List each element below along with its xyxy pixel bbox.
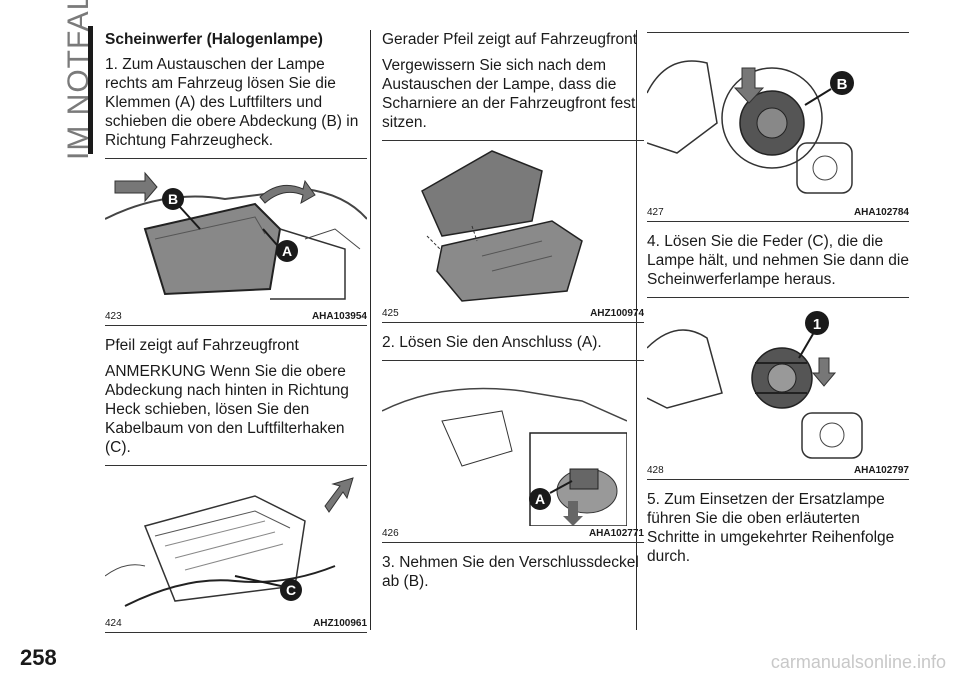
svg-text:A: A (282, 243, 292, 259)
air-filter-illustration: B A (105, 159, 367, 309)
svg-text:B: B (837, 76, 848, 93)
svg-text:A: A (535, 491, 545, 507)
callout-a (276, 240, 298, 262)
callout-1 (805, 311, 829, 335)
callout-b (830, 71, 854, 95)
callout-a (529, 488, 551, 510)
svg-text:1: 1 (813, 316, 821, 333)
column-2: Gerader Pfeil zeigt auf Fahrzeugfront Ve… (382, 30, 644, 598)
lamp-cover-illustration: B (647, 33, 892, 205)
column-1: Scheinwerfer (Halogenlampe) 1. Zum Austa… (105, 30, 367, 643)
section-heading: Scheinwerfer (Halogenlampe) (105, 31, 323, 48)
step-3-text: 3. Nehmen Sie den Verschlussdeckel ab (B… (382, 554, 639, 590)
column-divider (636, 30, 637, 630)
step-5-text: 5. Zum Einsetzen der Ersatzlampe führen … (647, 491, 895, 565)
note-arrow: Pfeil zeigt auf Fahrzeugfront (105, 337, 299, 354)
callout-c (280, 579, 302, 601)
lamp-spring-illustration: 1 (647, 298, 892, 463)
page-number: 258 (20, 645, 57, 670)
arrow-note: Gerader Pfeil zeigt auf Fahrzeugfront (382, 31, 638, 48)
column-divider (370, 30, 371, 630)
hinge-note: Vergewissern Sie sich nach dem Austausch… (382, 57, 636, 131)
wiring-harness-illustration: C (105, 466, 367, 616)
watermark: carmanualsonline.info (770, 652, 946, 672)
note-text: ANMERKUNG Wenn Sie die obere Abdeckung n… (105, 363, 349, 456)
step-2-text: 2. Lösen Sie den Anschluss (A). (382, 334, 602, 351)
step-1-text: 1. Zum Austauschen der Lampe rechts am F… (105, 56, 359, 149)
svg-text:B: B (168, 191, 178, 207)
step-4-text: 4. Lösen Sie die Feder (C), die die Lamp… (647, 233, 909, 288)
filter-box-illustration (382, 141, 627, 306)
connector-illustration: A (382, 361, 627, 526)
callout-b (162, 188, 184, 210)
section-marker (88, 26, 93, 154)
svg-text:C: C (286, 582, 296, 598)
section-tab: IM NOTFALL (62, 0, 95, 160)
